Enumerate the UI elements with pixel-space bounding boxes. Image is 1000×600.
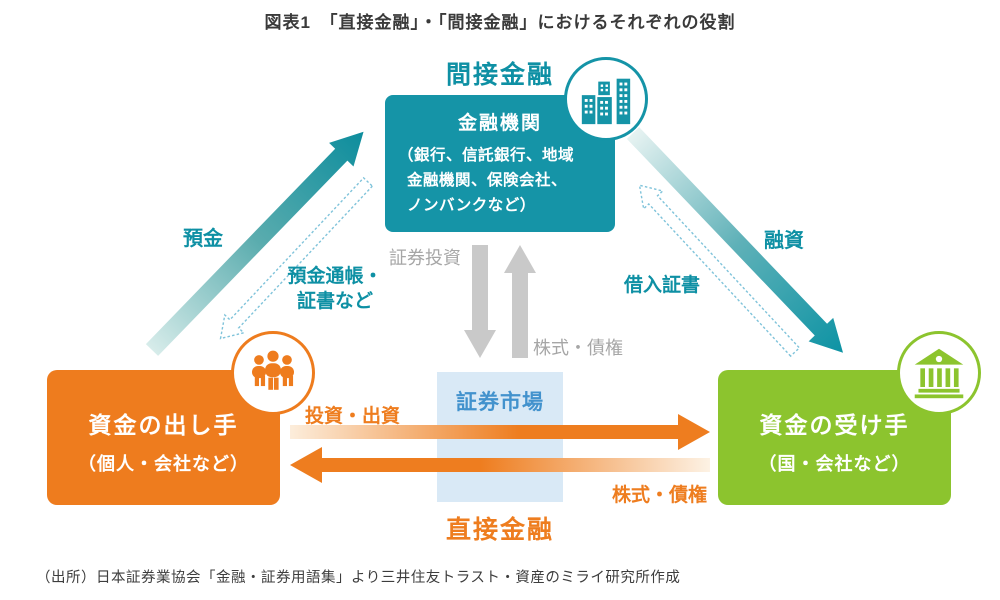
people-icon	[252, 350, 294, 390]
securities-market-box: 証券市場	[437, 372, 563, 502]
fund-receiver-subtitle: （国・会社など）	[758, 454, 911, 474]
fund-provider-title: 資金の出し手	[88, 412, 239, 438]
deposit-arrow	[145, 131, 364, 356]
indirect-finance-heading: 間接金融	[445, 61, 554, 89]
loan-label: 融資	[764, 230, 804, 252]
securities-investment-arrow	[464, 245, 496, 358]
fund-receiver-title: 資金の受け手	[759, 412, 910, 438]
fund-provider-box: 資金の出し手 （個人・会社など）	[47, 370, 280, 505]
investment-label: 投資・出資	[305, 406, 401, 427]
buildings-icon-circle	[564, 57, 648, 141]
stocks-bonds-orange-label: 株式・債権	[612, 485, 708, 506]
source-note: （出所）日本証券業協会「金融・証券用語集」より三井住友トラスト・資産のミライ研究…	[36, 570, 681, 586]
stocks-bonds-gray-arrow	[504, 245, 536, 358]
loan-arrow	[626, 127, 844, 353]
financial-institution-title: 金融機関	[457, 113, 542, 134]
fund-provider-subtitle: （個人・会社など）	[78, 454, 249, 474]
financial-institution-box: 金融機関 （銀行、信託銀行、地域 金融機関、保険会社、 ノンバンクなど）	[385, 95, 615, 232]
bank-icon-circle	[897, 331, 981, 415]
securities-investment-label: 証券投資	[389, 248, 461, 268]
bank-icon	[914, 348, 964, 399]
buildings-icon	[581, 78, 631, 125]
direct-finance-heading: 直接金融	[445, 516, 554, 544]
figure-title: 図表1 「直接金融」・「間接金融」におけるそれぞれの役割	[264, 13, 736, 32]
people-icon-circle	[231, 331, 315, 415]
loan-certificate-dotted-arrow	[638, 184, 801, 358]
loan-certificate-label: 借入証書	[624, 275, 701, 296]
deposit-label: 預金	[183, 228, 223, 250]
financial-institution-detail: （銀行、信託銀行、地域 金融機関、保険会社、 ノンバンクなど）	[398, 147, 575, 215]
passbook-label: 預金通帳・ 証書など	[287, 266, 383, 313]
stocks-bonds-gray-label: 株式・債権	[533, 338, 623, 358]
securities-market-label: 証券市場	[456, 391, 544, 414]
passbook-dotted-arrow	[219, 176, 374, 340]
